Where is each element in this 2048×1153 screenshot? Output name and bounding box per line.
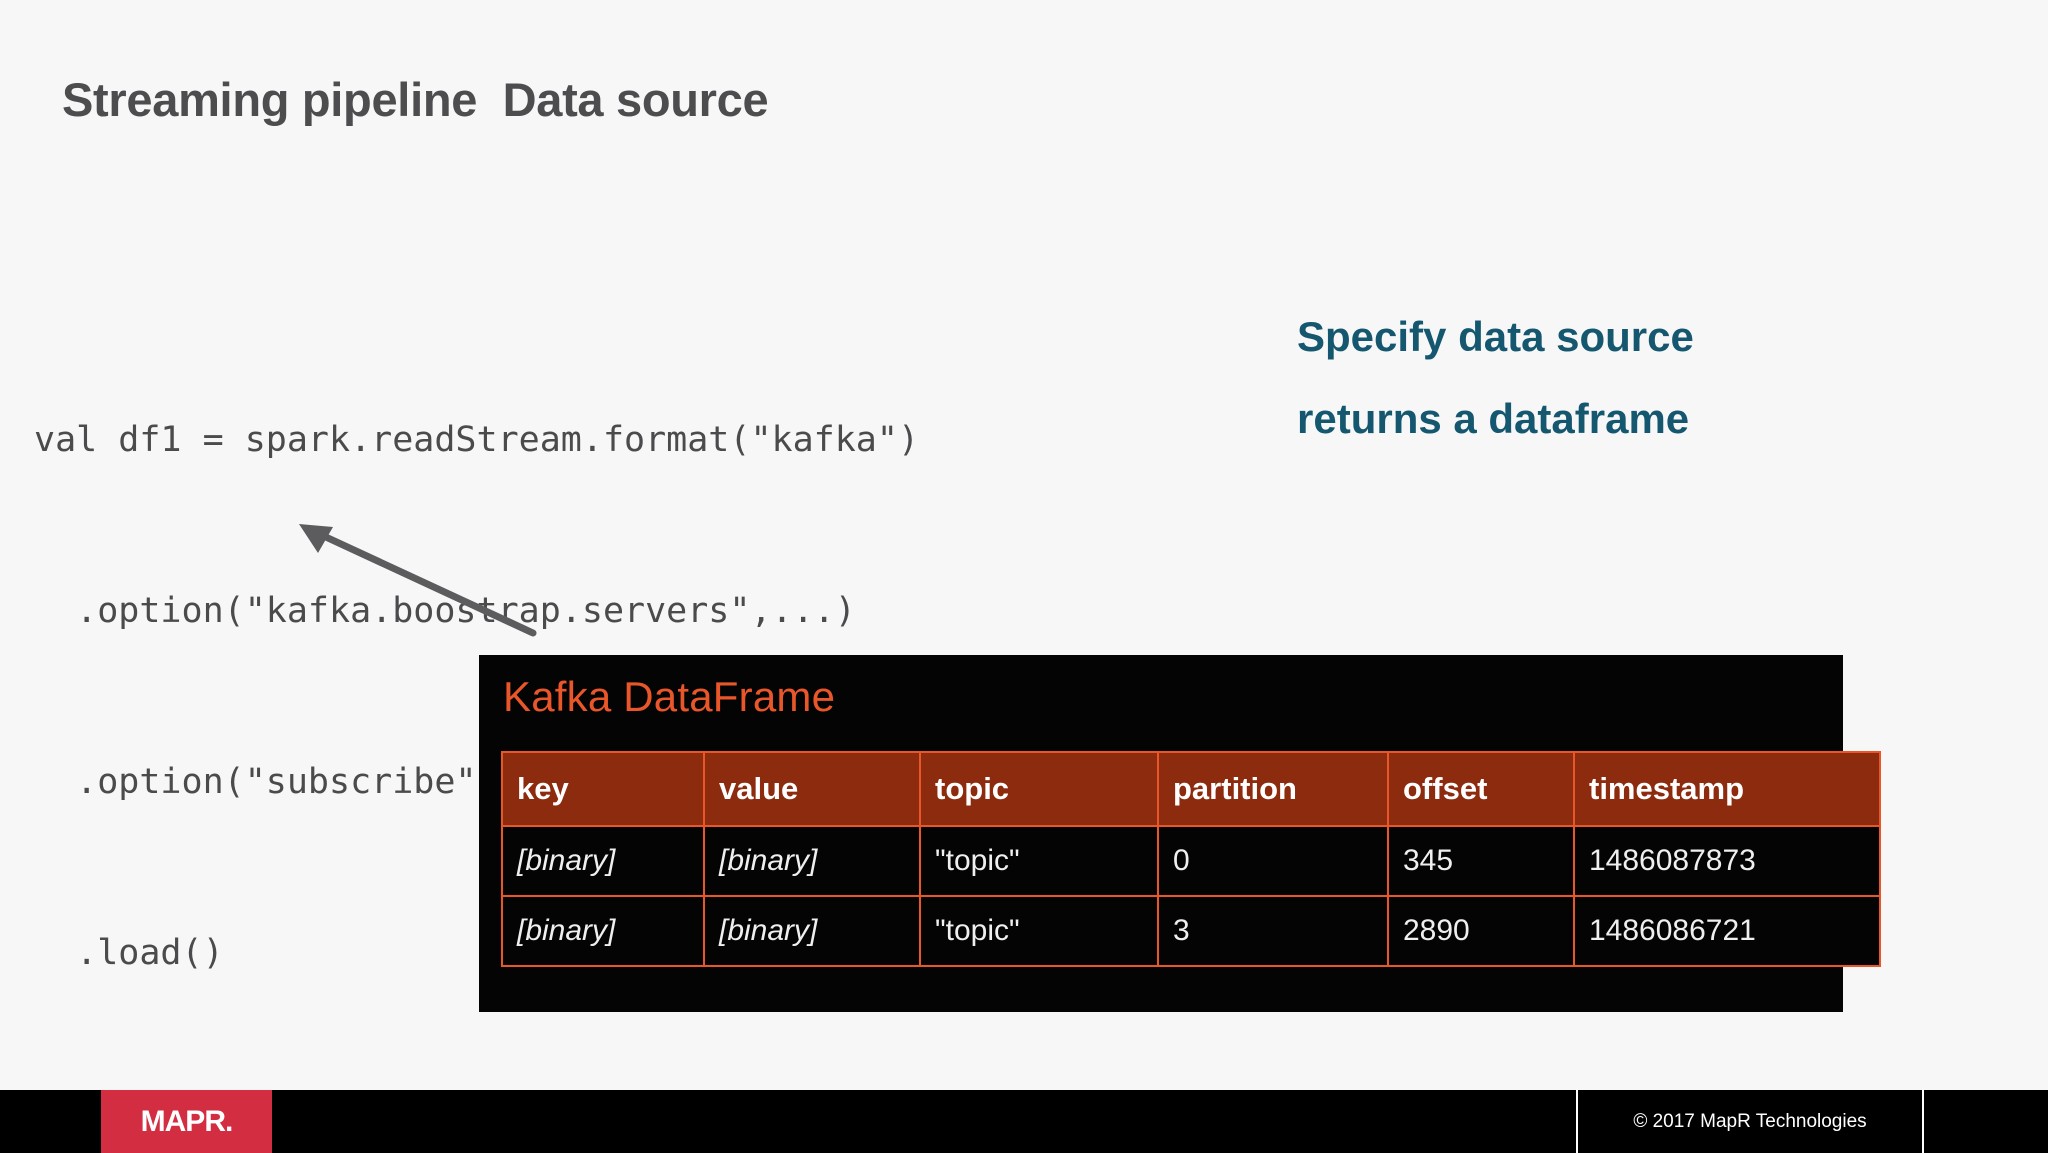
cell-topic: "topic" <box>919 825 1159 897</box>
cell-offset: 345 <box>1387 825 1575 897</box>
code-line-4: .load() <box>34 933 224 973</box>
cell-timestamp: 1486087873 <box>1573 825 1881 897</box>
footer-divider-right <box>1922 1090 1924 1153</box>
copyright-notice: © 2017 MapR Technologies <box>1633 1110 1867 1132</box>
pointer-arrow-icon <box>299 524 537 637</box>
callout-line-1: Specify data source <box>1297 313 1694 360</box>
kafka-panel-title: Kafka DataFrame <box>503 673 836 720</box>
table-header-row: key value topic partition offset timesta… <box>501 751 1881 827</box>
table-row: [binary] [binary] "topic" 0 345 14860878… <box>501 825 1881 897</box>
code-line-1: val df1 = spark.readStream.format("kafka… <box>34 420 920 460</box>
cell-key: [binary] <box>501 825 705 897</box>
column-header-timestamp: timestamp <box>1573 751 1881 827</box>
cell-value: [binary] <box>703 895 921 967</box>
column-header-value: value <box>703 751 921 827</box>
table-row: [binary] [binary] "topic" 3 2890 1486086… <box>501 895 1881 967</box>
mapr-logo-text: MAPR. <box>140 1104 234 1138</box>
callout-text: Specify data source returns a dataframe <box>1297 296 1917 460</box>
cell-topic: "topic" <box>919 895 1159 967</box>
code-line-2: .option("kafka.boostrap.servers",...) <box>34 591 856 631</box>
footer-divider-left <box>1576 1090 1578 1153</box>
column-header-partition: partition <box>1157 751 1389 827</box>
table-body: [binary] [binary] "topic" 0 345 14860878… <box>501 825 1881 967</box>
cell-value: [binary] <box>703 825 921 897</box>
column-header-topic: topic <box>919 751 1159 827</box>
mapr-logo: MAPR. <box>101 1090 272 1153</box>
cell-partition: 0 <box>1157 825 1389 897</box>
column-header-offset: offset <box>1387 751 1575 827</box>
column-header-key: key <box>501 751 705 827</box>
table-header: key value topic partition offset timesta… <box>501 751 1881 827</box>
cell-timestamp: 1486086721 <box>1573 895 1881 967</box>
cell-partition: 3 <box>1157 895 1389 967</box>
callout-line-2: returns a dataframe <box>1297 395 1690 442</box>
kafka-dataframe-table: key value topic partition offset timesta… <box>501 751 1881 967</box>
footer-bar <box>0 1090 2048 1153</box>
kafka-dataframe-panel: Kafka DataFrame key value topic partitio… <box>479 655 1881 1012</box>
page-title: Streaming pipeline Data source <box>62 73 769 126</box>
cell-offset: 2890 <box>1387 895 1575 967</box>
cell-key: [binary] <box>501 895 705 967</box>
